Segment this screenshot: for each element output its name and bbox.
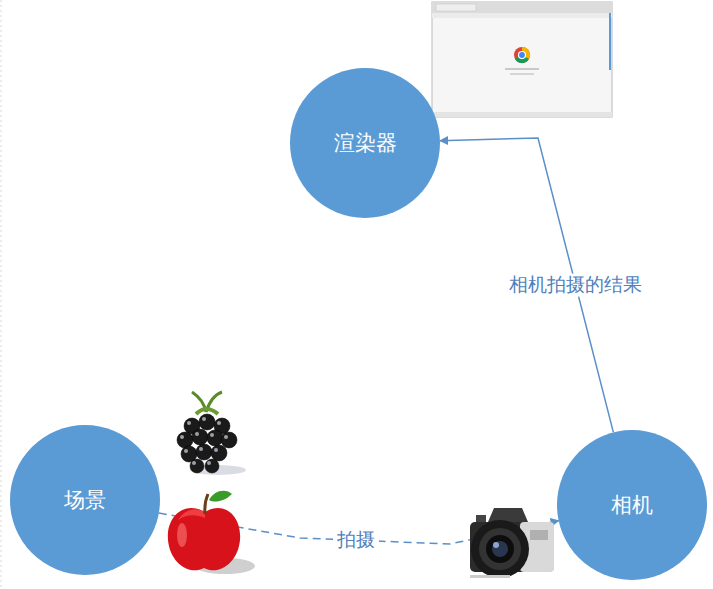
browser-screenshot bbox=[432, 2, 612, 117]
node-label: 场景 bbox=[64, 487, 106, 512]
circle-fill bbox=[557, 430, 707, 580]
blackberry-picture bbox=[177, 392, 246, 475]
node-circle: 渲染器 bbox=[290, 68, 440, 218]
apple-picture bbox=[168, 491, 255, 574]
edge-label: 相机拍摄的结果 bbox=[505, 274, 646, 297]
node-circle: 相机 bbox=[557, 430, 707, 580]
node-circle: 场景 bbox=[10, 425, 160, 575]
circle-fill bbox=[10, 425, 160, 575]
camera-picture bbox=[470, 508, 554, 578]
edge-label: 拍摄 bbox=[333, 529, 379, 552]
page-border bbox=[1, 0, 2, 589]
node-label: 相机 bbox=[611, 492, 653, 517]
node-label: 渲染器 bbox=[334, 130, 397, 155]
circle-fill bbox=[290, 68, 440, 218]
